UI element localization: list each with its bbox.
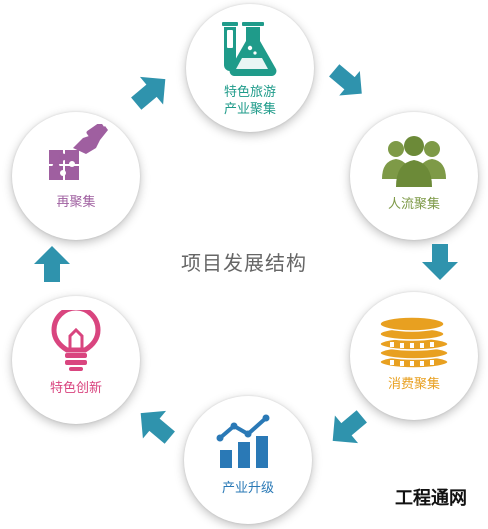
puzzle-hand-icon xyxy=(12,124,140,186)
arrow-consume-to-upgrade xyxy=(332,410,367,444)
node-industry-upgrade: 产业升级 xyxy=(184,396,312,524)
bar-chart-growth-icon xyxy=(184,410,312,472)
node-people-label: 人流聚集 xyxy=(387,197,440,212)
arrow-people-to-consume xyxy=(422,244,458,280)
arrow-tourism-to-people xyxy=(329,64,362,96)
center-title: 项目发展结构 xyxy=(181,251,307,275)
node-consume-label: 消费聚集 xyxy=(387,377,440,392)
watermark-text: 工程通网 xyxy=(395,488,467,509)
node-innovation: 特色创新 xyxy=(12,296,140,424)
node-tourism-cluster: 特色旅游 产业聚集 xyxy=(186,4,314,132)
people-group-icon xyxy=(350,130,478,192)
node-people-flow: 人流聚集 xyxy=(350,112,478,240)
node-consumption: 消费聚集 xyxy=(350,292,478,420)
node-tourism-label-line2: 产业聚集 xyxy=(223,102,276,117)
node-regather: 再聚集 xyxy=(12,112,140,240)
node-upgrade-label: 产业升级 xyxy=(221,481,274,496)
node-innovation-label: 特色创新 xyxy=(49,381,102,396)
coin-stack-icon xyxy=(350,310,478,372)
node-tourism-label-line1: 特色旅游 xyxy=(223,85,276,100)
lab-flask-icon xyxy=(186,18,314,80)
arrow-regather-to-tourism xyxy=(131,76,166,110)
arrow-innovation-to-regather xyxy=(34,246,70,282)
lightbulb-icon xyxy=(12,310,140,372)
node-regather-label: 再聚集 xyxy=(56,195,96,210)
arrow-upgrade-to-innovation xyxy=(140,410,175,444)
